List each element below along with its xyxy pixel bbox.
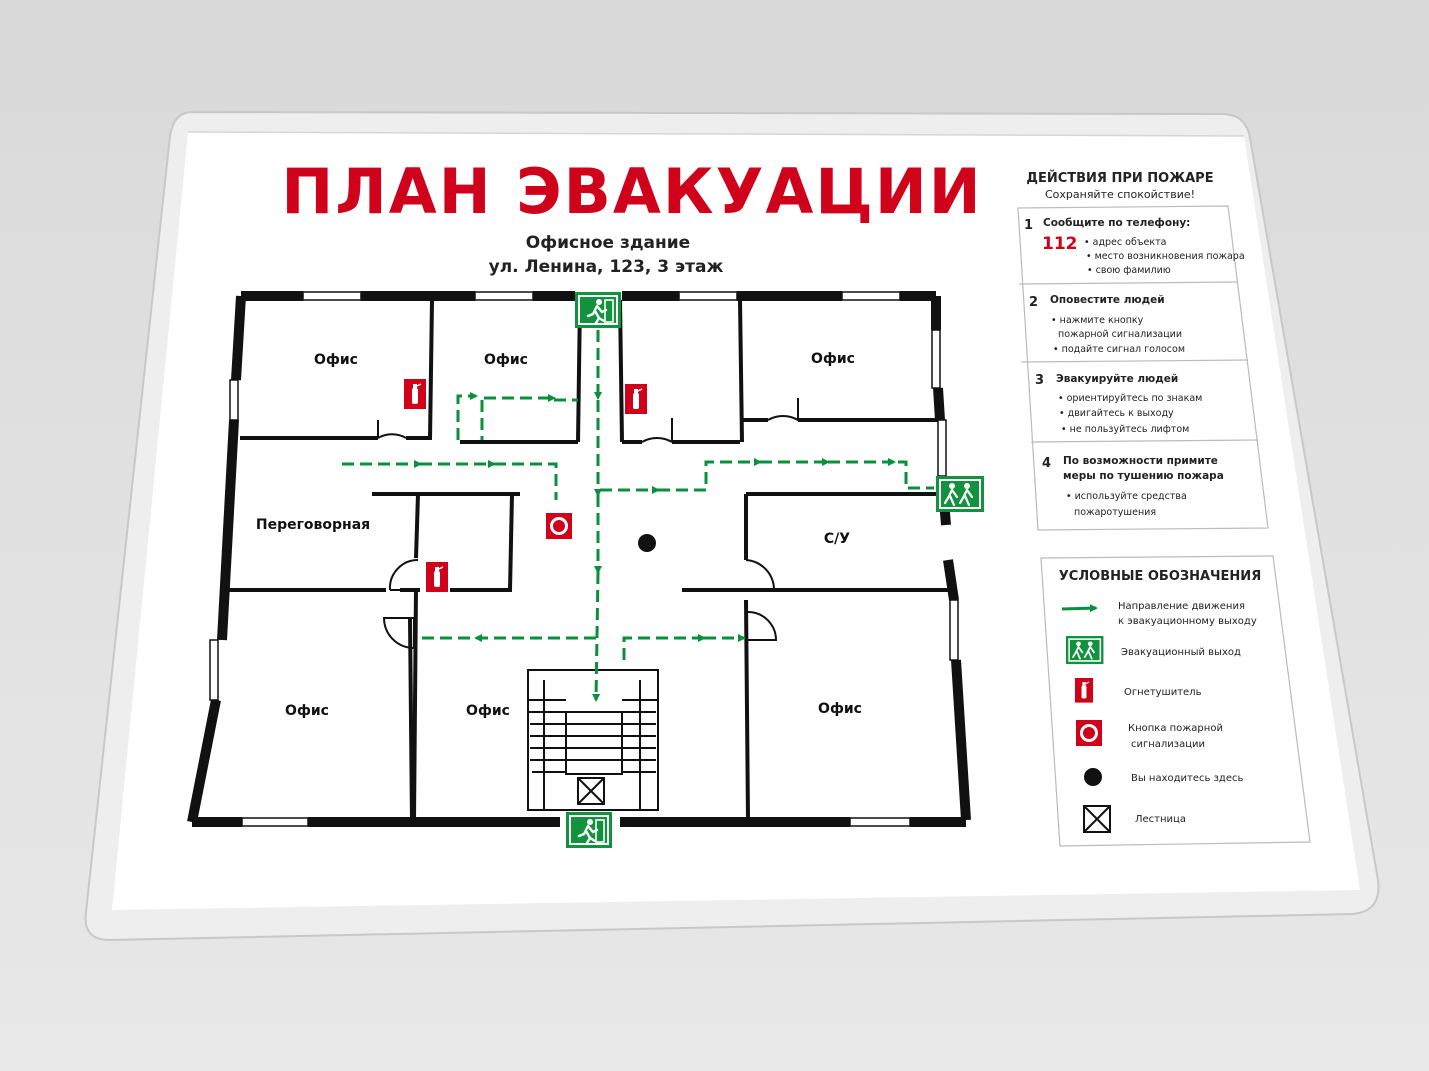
step-4-title-line-1: По возможности примите	[1063, 455, 1218, 467]
legend-stairs-label: Лестница	[1135, 814, 1186, 825]
step-3-item-3: • не пользуйтесь лифтом	[1061, 424, 1189, 435]
room-wc: С/У	[824, 531, 850, 547]
exit-sign-bottom-icon	[564, 810, 614, 850]
paper-sheet	[112, 132, 1360, 910]
legend-direction-line-1: Направление движения	[1118, 601, 1245, 612]
room-office-top-mid: Офис	[484, 352, 528, 368]
step-3-item-1: • ориентируйтесь по знакам	[1058, 393, 1202, 404]
exit-sign-top-icon	[573, 290, 623, 330]
legend-stairs-icon	[1083, 805, 1111, 833]
legend-extinguisher-icon	[1074, 677, 1094, 704]
legend-heading: УСЛОВНЫЕ ОБОЗНАЧЕНИЯ	[1059, 569, 1261, 584]
legend-arrow-icon	[1061, 604, 1098, 613]
legend-exit-icon	[1065, 635, 1105, 665]
room-office-bottom-left: Офис	[285, 703, 329, 719]
legend-extinguisher-label: Огнетушитель	[1124, 687, 1202, 698]
step-1-title: Сообщите по телефону:	[1043, 217, 1190, 229]
room-office-bottom-mid: Офис	[466, 703, 510, 719]
step-2-item-2: пожарной сигнализации	[1058, 329, 1182, 340]
actions-heading: ДЕЙСТВИЯ ПРИ ПОЖАРЕ	[1026, 170, 1213, 186]
step-1-item-3: • свою фамилию	[1087, 265, 1171, 276]
step-2-item-1: • нажмите кнопку	[1051, 315, 1144, 326]
building-name: Офисное здание	[526, 233, 690, 253]
stairwell	[527, 669, 659, 811]
floor-plan: Офис Офис Офис Переговорная С/У Офис Офи…	[187, 290, 986, 850]
legend-alarm-icon	[1076, 720, 1102, 746]
evacuation-routes	[342, 330, 934, 702]
plan-title: ПЛАН ЭВАКУАЦИИ	[281, 155, 982, 228]
actions-subheading: Сохраняйте спокойствие!	[1045, 188, 1195, 201]
step-3-number: 3	[1035, 373, 1044, 388]
legend-panel: УСЛОВНЫЕ ОБОЗНАЧЕНИЯ Направление движени…	[1040, 555, 1311, 847]
fire-alarm-button-icon	[546, 513, 572, 539]
legend-here-label: Вы находитесь здесь	[1131, 773, 1243, 784]
extinguisher-icon	[403, 378, 427, 410]
room-meeting: Переговорная	[256, 517, 370, 533]
room-office-top-left: Офис	[314, 352, 358, 368]
legend-here-icon	[1084, 768, 1102, 786]
fire-actions-panel: ДЕЙСТВИЯ ПРИ ПОЖАРЕ Сохраняйте спокойств…	[1017, 170, 1269, 531]
step-3-item-2: • двигайтесь к выходу	[1059, 408, 1174, 419]
step-2-item-3: • подайте сигнал голосом	[1053, 344, 1185, 355]
extinguisher-icon	[624, 383, 648, 415]
step-1-item-1: • адрес объекта	[1084, 237, 1166, 248]
building-address: ул. Ленина, 123, 3 этаж	[489, 257, 724, 277]
step-2-title: Оповестите людей	[1050, 294, 1165, 306]
legend-alarm-line-2: сигнализации	[1131, 739, 1205, 750]
you-are-here-marker	[638, 534, 656, 552]
step-2-number: 2	[1029, 295, 1038, 310]
step-4-number: 4	[1042, 456, 1051, 471]
stairs-mark	[577, 777, 605, 805]
step-1-phone: 112	[1042, 234, 1078, 254]
room-office-top-right: Офис	[811, 351, 855, 367]
step-3-title: Эвакуируйте людей	[1056, 373, 1178, 385]
step-1-item-2: • место возникновения пожара	[1086, 251, 1245, 262]
outer-wall-left	[187, 295, 246, 823]
legend-exit-label: Эвакуационный выход	[1121, 647, 1241, 658]
legend-alarm-line-1: Кнопка пожарной	[1128, 723, 1223, 734]
step-4-item-2: пожаротушения	[1074, 507, 1156, 518]
legend-direction-line-2: к эвакуационному выходу	[1118, 616, 1257, 627]
step-4-item-1: • используйте средства	[1066, 491, 1187, 502]
extinguisher-icon	[425, 561, 449, 593]
step-4-title-line-2: меры по тушению пожара	[1063, 470, 1224, 482]
step-1-number: 1	[1024, 218, 1033, 233]
room-office-bottom-right: Офис	[818, 701, 862, 717]
exit-sign-right-icon	[934, 474, 986, 514]
